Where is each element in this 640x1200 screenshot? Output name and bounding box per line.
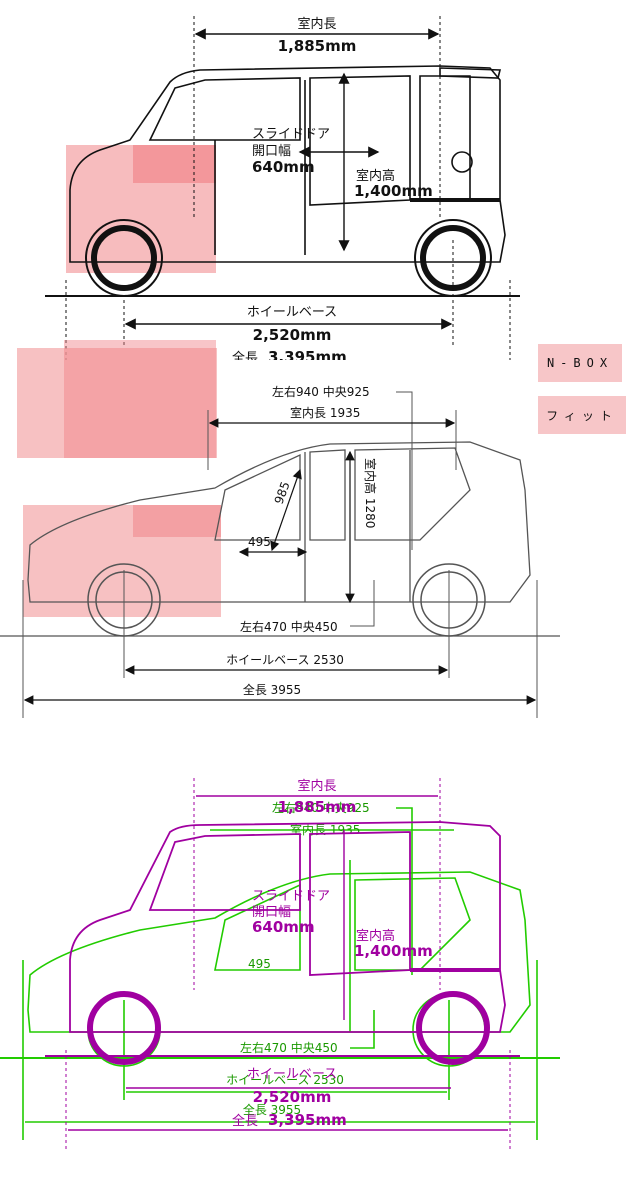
nbox-interior-length-value: 1,885mm	[278, 37, 357, 55]
overlay-nbox-door-1: スライドドア	[252, 889, 330, 904]
legend-nbox: N-BOX	[538, 344, 622, 382]
nbox-overall-length-label: 全長	[232, 350, 258, 360]
overlay-nbox-overall-label: 全長	[232, 1113, 258, 1129]
fit-hip-width: 左右470 中央450	[240, 619, 338, 634]
fit-interior-height: 室内高 1280	[363, 458, 378, 528]
nbox-slide-door-value: 640mm	[252, 158, 315, 176]
fit-985-arrow	[270, 468, 302, 552]
fit-interior-length: 室内長 1935	[290, 405, 360, 420]
overlay-nbox-door-value: 640mm	[252, 918, 315, 936]
overlay-nbox-purple	[45, 778, 520, 1150]
fit-shoulder-width: 左右940 中央925	[272, 384, 370, 399]
nbox-slide-door-label-2: 開口幅	[252, 144, 291, 159]
overlay-nbox-interior-length-value: 1,885mm	[278, 798, 357, 816]
fit-dim-985: 985	[272, 480, 293, 506]
nbox-highlight-hood	[133, 145, 216, 183]
overlay-fit-overall: 全長 3955	[243, 1102, 301, 1117]
nbox-interior-length-label: 室内長	[297, 16, 336, 32]
nbox-wheelbase-label: ホイールベース	[247, 305, 337, 320]
fit-diagram: 左右940 中央925 室内長 1935 985 495 室内高 1280 左右…	[0, 340, 560, 718]
overlay-nbox-height-value: 1,400mm	[354, 942, 433, 960]
overlay-nbox-overall-value: 3,395mm	[268, 1111, 347, 1129]
fit-highlight-hood	[133, 505, 221, 537]
fit-wheelbase: ホイールベース 2530	[226, 653, 344, 667]
overlay-fit-shoulder: 左右940 中央925	[272, 800, 370, 815]
nbox-interior-height-label: 室内高	[356, 168, 395, 184]
nbox-wheelbase-value: 2,520mm	[253, 326, 332, 344]
fit-highlight-inner	[64, 340, 216, 458]
nbox-interior-height-value: 1,400mm	[354, 182, 433, 200]
legend-fit: フィット	[538, 396, 626, 434]
overlay-fit-495: 495	[248, 957, 271, 971]
overlay-fit-hip: 左右470 中央450	[240, 1040, 338, 1055]
nbox-diagram: 室内長 1,885mm スライドドア 開口幅 640mm 室内高 1,400mm…	[45, 16, 520, 360]
fit-highlight-left	[17, 348, 217, 458]
overlay-nbox-door-2: 開口幅	[252, 905, 291, 920]
overlay-nbox-wheelbase-value: 2,520mm	[253, 1088, 332, 1106]
fit-dim-495: 495	[248, 535, 271, 549]
fit-overall-length: 全長 3955	[243, 682, 301, 697]
nbox-overall-length-value: 3,395mm	[268, 348, 347, 360]
overlay-nbox-interior-length-label: 室内長	[297, 778, 336, 794]
nbox-slide-door-label-1: スライドドア	[252, 127, 330, 142]
overlay-fit-wheelbase: ホイールベース 2530	[226, 1073, 344, 1087]
nbox-car-outline	[69, 65, 506, 263]
overlay-nbox-height-label: 室内高	[356, 928, 395, 944]
overlay-comparison: 左右940 中央925 室内長 1935 495 左右470 中央450 ホイー…	[0, 778, 560, 1150]
overlay-nbox-wheelbase-label: ホイールベース	[247, 1067, 337, 1082]
